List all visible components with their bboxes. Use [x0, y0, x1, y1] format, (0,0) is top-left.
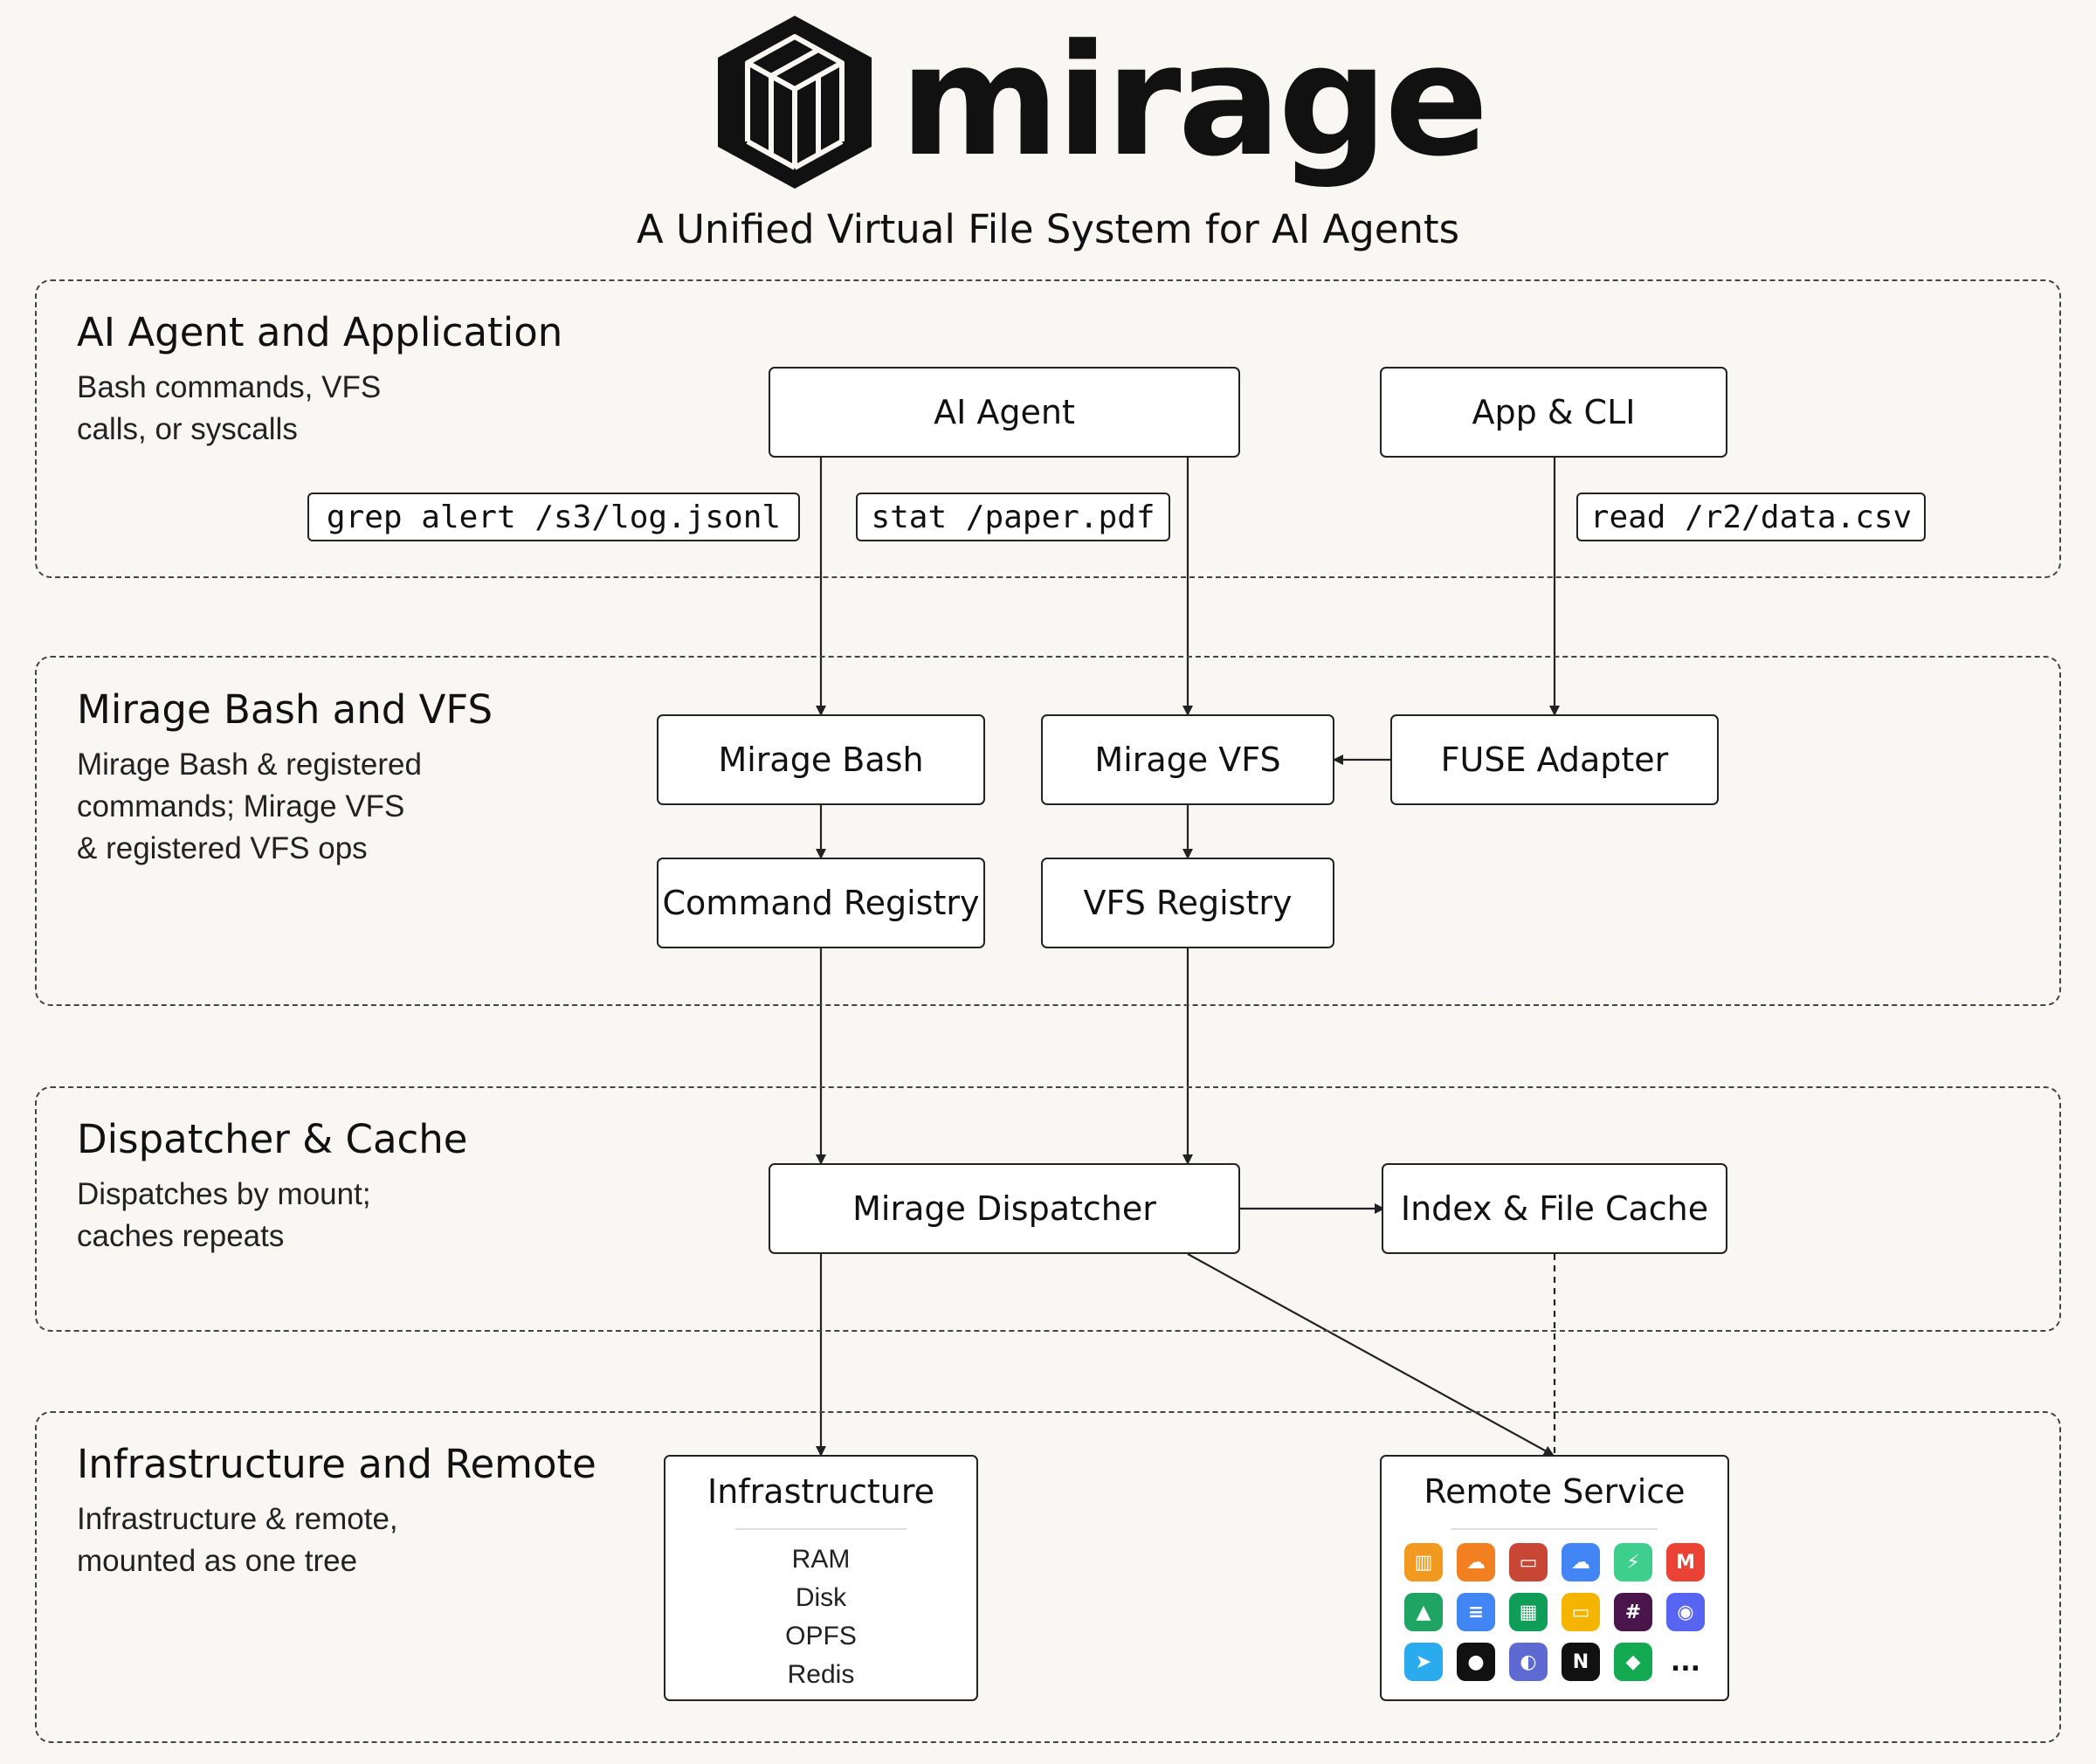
infrastructure-panel[interactable]: Infrastructure RAM Disk OPFS Redis	[664, 1455, 978, 1701]
section-title: Mirage Bash and VFS	[77, 686, 493, 733]
section-description: Bash commands, VFS calls, or syscalls	[77, 370, 382, 446]
telegram-icon: ➤	[1404, 1643, 1443, 1681]
mirage-vfs-node[interactable]: Mirage VFS	[1041, 714, 1334, 805]
logo-wordmark: mirage	[900, 11, 1489, 190]
section-description: Mirage Bash & registered commands; Mirag…	[77, 748, 422, 865]
infrastructure-item-redis: Redis	[787, 1660, 855, 1689]
vfs-registry-node[interactable]: VFS Registry	[1041, 858, 1334, 948]
index-file-cache-node[interactable]: Index & File Cache	[1382, 1163, 1727, 1254]
slack-icon: #	[1614, 1593, 1652, 1631]
cloudflare-r2-icon: ☁	[1457, 1543, 1495, 1581]
section-infrastructure-remote	[35, 1411, 2061, 1743]
supabase-icon: ⚡	[1614, 1543, 1652, 1581]
s3-bucket-icon: ▥	[1404, 1543, 1443, 1581]
oracle-cloud-icon: ▭	[1509, 1543, 1548, 1581]
mirage-dispatcher-node[interactable]: Mirage Dispatcher	[769, 1163, 1240, 1254]
mirage-bash-node[interactable]: Mirage Bash	[657, 714, 985, 805]
section-description: Infrastructure & remote, mounted as one …	[77, 1502, 398, 1578]
ai-agent-node[interactable]: AI Agent	[769, 367, 1240, 458]
infrastructure-title: Infrastructure	[707, 1472, 935, 1511]
discord-icon: ◉	[1666, 1593, 1705, 1631]
fuse-adapter-node[interactable]: FUSE Adapter	[1390, 714, 1719, 805]
grep-command-label: grep alert /s3/log.jsonl	[307, 493, 800, 541]
remote-service-icon-grid: ▥ ☁ ▭ ☁ ⚡ M ▲ ≡ ▦ ▭ # ◉ ➤ ● ◐ N ◆...	[1404, 1543, 1705, 1681]
google-docs-icon: ≡	[1457, 1593, 1495, 1631]
panel-divider	[735, 1528, 907, 1530]
infrastructure-list: RAM Disk OPFS Redis	[665, 1540, 976, 1694]
github-icon: ●	[1457, 1643, 1495, 1681]
more-services-ellipsis: ...	[1670, 1647, 1701, 1678]
infrastructure-item-ram: RAM	[791, 1545, 851, 1574]
edge-dispatcher-remote	[1187, 1253, 1555, 1456]
infrastructure-item-disk: Disk	[795, 1583, 847, 1612]
read-command-label: read /r2/data.csv	[1576, 493, 1926, 541]
remote-service-title: Remote Service	[1424, 1472, 1686, 1511]
section-title: Infrastructure and Remote	[77, 1441, 596, 1487]
remote-service-panel[interactable]: Remote Service ▥ ☁ ▭ ☁ ⚡ M ▲ ≡ ▦ ▭ # ◉ ➤ ● ◐ N ◆...	[1380, 1455, 1729, 1701]
section-title: AI Agent and Application	[77, 309, 563, 355]
mongodb-icon: ◆	[1614, 1643, 1652, 1681]
cloud-storage-icon: ☁	[1562, 1543, 1600, 1581]
stat-command-label: stat /paper.pdf	[856, 493, 1170, 541]
google-sheets-icon: ▦	[1509, 1593, 1548, 1631]
section-description: Dispatches by mount; caches repeats	[77, 1177, 371, 1253]
section-ai-agent-application	[35, 279, 2061, 578]
google-drive-icon: ▲	[1404, 1593, 1443, 1631]
linear-icon: ◐	[1509, 1643, 1548, 1681]
panel-divider	[1451, 1528, 1658, 1530]
mirage-logo-cube-icon	[718, 16, 872, 189]
notion-icon: N	[1562, 1643, 1600, 1681]
infrastructure-item-opfs: OPFS	[785, 1622, 857, 1650]
section-title: Dispatcher & Cache	[77, 1116, 468, 1162]
section-dispatcher-cache	[35, 1086, 2061, 1332]
section-mirage-bash-vfs	[35, 656, 2061, 1006]
google-slides-icon: ▭	[1562, 1593, 1600, 1631]
app-cli-node[interactable]: App & CLI	[1380, 367, 1727, 458]
command-registry-node[interactable]: Command Registry	[657, 858, 985, 948]
gmail-icon: M	[1666, 1543, 1705, 1581]
page-subtitle: A Unified Virtual File System for AI Age…	[636, 206, 1460, 252]
